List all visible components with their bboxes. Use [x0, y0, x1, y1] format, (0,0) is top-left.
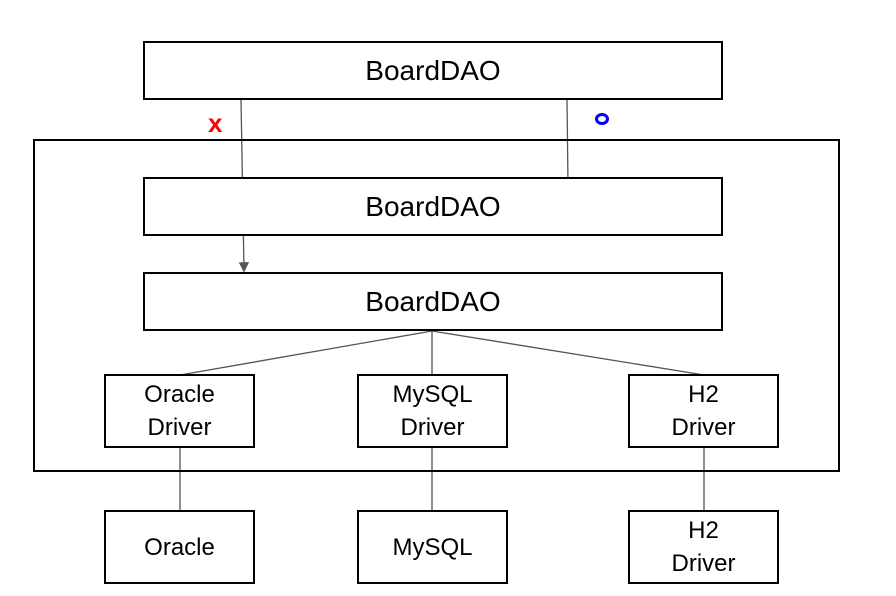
- link-boarddao-h2-driver: [431, 330, 705, 376]
- boarddao-inner-lower-label: BoardDAO: [365, 285, 501, 317]
- right-mark-o-icon: [595, 113, 609, 125]
- mysql-db-box: MySQL: [357, 510, 508, 584]
- oracle-db-box: Oracle: [104, 510, 255, 584]
- h2-db-line2: Driver: [671, 550, 736, 577]
- boarddao-top-box: BoardDAO: [143, 41, 723, 100]
- boarddao-inner-lower-box: BoardDAO: [143, 272, 723, 331]
- boarddao-top-label: BoardDAO: [365, 54, 501, 86]
- wrong-mark-x: x: [208, 108, 223, 138]
- arrow-to-upper-boarddao: [562, 98, 574, 188]
- h2-driver-line2: Driver: [671, 414, 736, 441]
- boarddao-inner-upper-label: BoardDAO: [365, 190, 501, 222]
- boarddao-inner-upper-box: BoardDAO: [143, 177, 723, 236]
- mysql-driver-line2: Driver: [400, 414, 465, 441]
- oracle-driver-line2: Driver: [147, 414, 212, 441]
- oracle-driver-box: Oracle Driver: [104, 374, 255, 448]
- h2-driver-line1: H2: [688, 381, 719, 408]
- oracle-driver-line1: Oracle: [144, 381, 215, 408]
- mysql-driver-box: MySQL Driver: [357, 374, 508, 448]
- application-frame: [33, 139, 840, 472]
- h2-db-line1: H2: [688, 517, 719, 544]
- link-boarddao-oracle-driver: [179, 330, 433, 376]
- h2-driver-box: H2 Driver: [628, 374, 779, 448]
- mysql-db-label: MySQL: [392, 533, 473, 561]
- mysql-driver-line1: MySQL: [392, 381, 473, 408]
- h2-db-box: H2 Driver: [628, 510, 779, 584]
- oracle-db-label: Oracle: [144, 533, 215, 561]
